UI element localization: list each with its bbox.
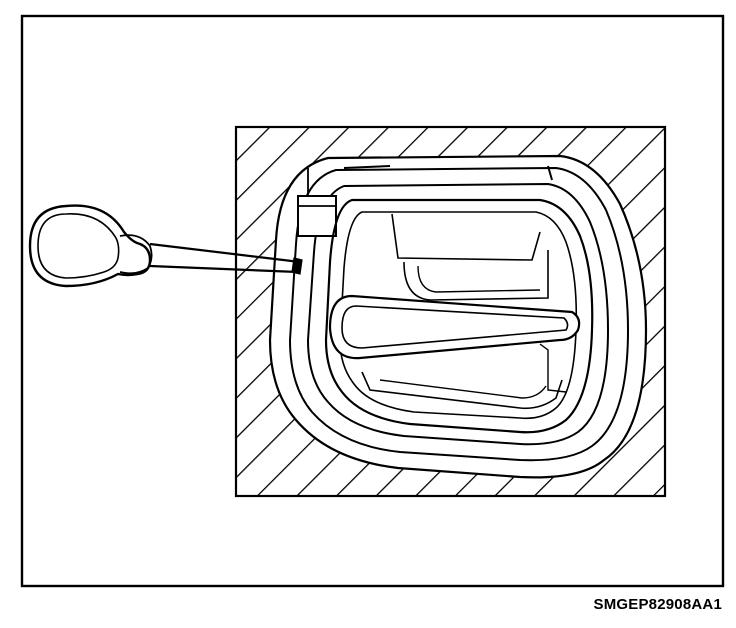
inner-recess <box>324 198 594 434</box>
screwdriver-handle <box>28 204 152 288</box>
screwdriver-ferrule <box>119 234 153 275</box>
cover-tab <box>297 195 337 237</box>
lower-ledge <box>361 371 563 410</box>
screwdriver-tip <box>291 257 303 275</box>
cover-second-outline <box>288 166 630 462</box>
lower-ledge-inner <box>379 379 547 399</box>
raised-step <box>391 213 541 261</box>
figure-code: SMGEP82908AA1 <box>593 596 722 613</box>
lever-slot <box>328 294 581 360</box>
screwdriver-shaft-bottom <box>149 264 299 274</box>
raised-block <box>403 250 549 301</box>
cover-third-outline <box>306 182 610 446</box>
lever-slot-inner <box>341 305 569 349</box>
screwdriver-handle-inner <box>37 213 120 279</box>
raised-block-inner <box>417 265 541 293</box>
upper-dash <box>343 165 391 169</box>
screwdriver-shaft-top <box>149 242 301 264</box>
figure-frame <box>20 14 725 588</box>
right-notch <box>539 343 567 393</box>
screwdriver-icon <box>28 204 303 288</box>
upper-dash-2 <box>547 165 553 181</box>
